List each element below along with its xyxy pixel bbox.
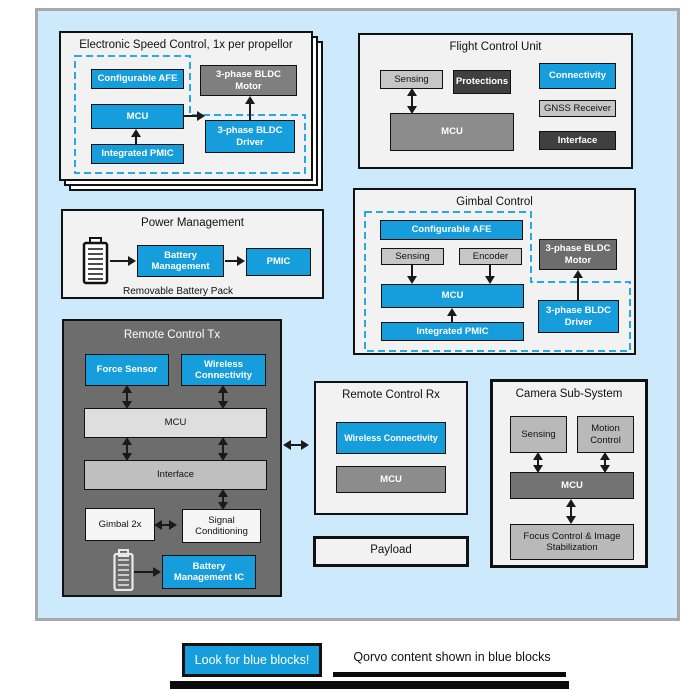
legend-underline-bar — [333, 672, 566, 677]
payload-title: Payload — [370, 544, 412, 556]
esc-section: Electronic Speed Control, 1x per propell… — [59, 31, 313, 181]
arrow-interface-signal — [218, 489, 228, 510]
battery-management-block: Battery Management — [137, 245, 224, 277]
arrow-encoder-to-mcu — [485, 265, 495, 284]
tx-gimbal-block: Gimbal 2x — [85, 508, 155, 541]
arrow-battery-to-bmic — [134, 567, 161, 577]
rx-mcu-block: MCU — [336, 466, 446, 493]
payload-section: Payload — [313, 536, 469, 567]
power-title: Power Management — [141, 217, 244, 229]
arrow-mcu-interface-left — [122, 437, 132, 461]
gimbal-sensing-block: Sensing — [381, 248, 444, 265]
fcu-title: Flight Control Unit — [449, 41, 542, 53]
tx-title: Remote Control Tx — [123, 329, 221, 341]
esc-bldc-driver-block: 3-phase BLDC Driver — [205, 120, 295, 153]
camera-section: Camera Sub-System Sensing Motion Control… — [490, 379, 648, 568]
gimbal-configurable-afe-block: Configurable AFE — [380, 220, 523, 240]
esc-title: Electronic Speed Control, 1x per propell… — [79, 39, 293, 51]
arrow-mcu-focus — [566, 499, 576, 524]
fcu-mcu-block: MCU — [390, 113, 514, 151]
rx-wireless-connectivity-block: Wireless Connectivity — [336, 422, 446, 454]
esc-bldc-motor-block: 3-phase BLDC Motor — [200, 65, 297, 96]
arrow-mcu-interface-right — [218, 437, 228, 461]
battery-icon — [82, 237, 109, 285]
gimbal-integrated-pmic-block: Integrated PMIC — [381, 322, 524, 341]
legend-callout: Look for blue blocks! — [182, 643, 322, 677]
fcu-gnss-receiver-block: GNSS Receiver — [539, 100, 616, 117]
esc-configurable-afe-block: Configurable AFE — [91, 69, 184, 89]
camera-motion-control-block: Motion Control — [577, 416, 634, 453]
arrow-force-sensor-mcu — [122, 385, 132, 409]
rx-section: Remote Control Rx Wireless Connectivity … — [314, 381, 468, 515]
legend-bottom-bar — [170, 681, 569, 689]
fcu-interface-block: Interface — [539, 131, 616, 150]
gimbal-title: Gimbal Control — [456, 196, 533, 208]
camera-mcu-block: MCU — [510, 472, 634, 499]
fcu-protections-block: Protections — [453, 70, 511, 94]
arrow-mcu-to-driver — [184, 111, 205, 121]
esc-mcu-block: MCU — [91, 104, 184, 129]
tx-battery-icon — [113, 549, 134, 591]
arrow-sensing-to-mcu — [407, 265, 417, 284]
arrow-motion-mcu — [600, 452, 610, 473]
tx-force-sensor-block: Force Sensor — [85, 354, 169, 386]
arrow-pmic-to-mcu — [131, 129, 141, 144]
tx-mcu-block: MCU — [84, 408, 267, 438]
esc-integrated-pmic-block: Integrated PMIC — [91, 144, 184, 164]
arrow-sensing-mcu — [533, 452, 543, 473]
arrow-wireless-mcu — [218, 385, 228, 409]
arrow-pmic-to-mcu — [447, 308, 457, 322]
camera-title: Camera Sub-System — [515, 388, 623, 400]
tx-signal-conditioning-block: Signal Conditioning — [182, 509, 261, 543]
power-section: Power Management Battery Management PMIC… — [61, 209, 324, 299]
fcu-sensing-block: Sensing — [380, 70, 443, 89]
tx-section: Remote Control Tx Force Sensor Wireless … — [62, 319, 282, 597]
tx-battery-management-ic-block: Battery Management IC — [162, 555, 256, 589]
gimbal-mcu-block: MCU — [381, 284, 524, 308]
arrow-driver-to-motor — [245, 96, 255, 120]
legend-callout-label: Look for blue blocks! — [194, 653, 310, 667]
arrow-driver-to-motor — [573, 270, 583, 300]
removable-battery-caption: Removable Battery Pack — [122, 286, 234, 297]
camera-sensing-block: Sensing — [510, 416, 567, 453]
arrow-battery-to-bm — [110, 256, 136, 266]
rx-title: Remote Control Rx — [342, 389, 440, 401]
power-pmic-block: PMIC — [246, 248, 311, 276]
legend-note: Qorvo content shown in blue blocks — [353, 650, 551, 664]
gimbal-bldc-driver-block: 3-phase BLDC Driver — [538, 300, 619, 333]
gimbal-section: Gimbal Control Configurable AFE Sensing … — [353, 188, 636, 355]
tx-interface-block: Interface — [84, 460, 267, 490]
arrow-sensing-mcu — [407, 88, 417, 114]
fcu-connectivity-block: Connectivity — [539, 63, 616, 89]
arrow-bm-to-pmic — [225, 256, 245, 266]
gimbal-encoder-block: Encoder — [459, 248, 522, 265]
gimbal-bldc-motor-block: 3-phase BLDC Motor — [539, 239, 617, 270]
arrow-gimbal-signal — [154, 520, 177, 530]
arrow-tx-rx-link — [283, 440, 309, 450]
camera-focus-stabilization-block: Focus Control & Image Stabilization — [510, 524, 634, 560]
fcu-section: Flight Control Unit Sensing Protections … — [358, 33, 633, 169]
tx-wireless-connectivity-block: Wireless Connectivity — [181, 354, 266, 386]
